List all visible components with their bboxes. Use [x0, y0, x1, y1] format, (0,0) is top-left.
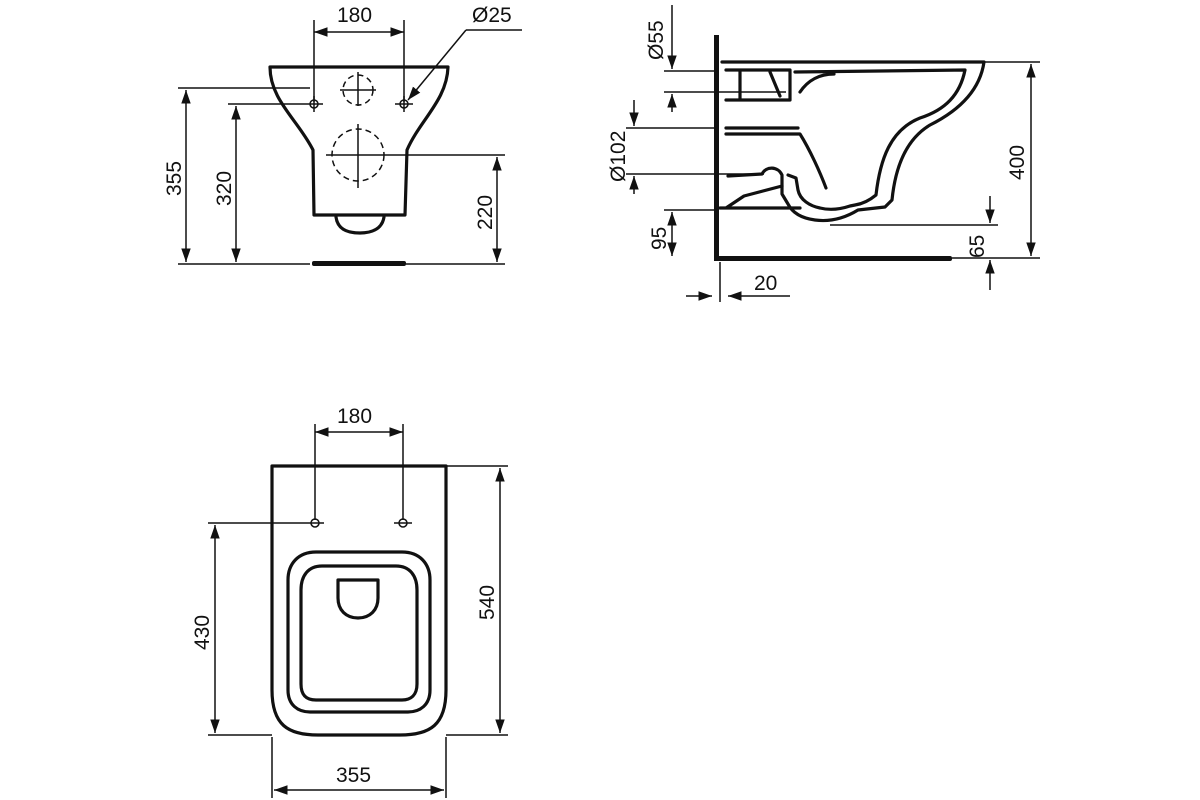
front-bowl-outline	[268, 65, 450, 217]
side-wall-line	[714, 35, 719, 261]
top-bowl-opening	[336, 578, 380, 620]
top-bowl-outline	[270, 464, 448, 737]
front-dim-dia25: Ø25	[472, 4, 512, 27]
front-dim-320: 320	[213, 171, 236, 206]
side-foot	[718, 184, 802, 210]
front-dim-220: 220	[474, 195, 497, 230]
front-base-plate	[312, 261, 406, 266]
side-view: Ø55 Ø102 95 20 400 65	[607, 5, 1040, 302]
top-dim-355: 355	[336, 764, 371, 787]
front-outlet-bottom	[334, 215, 386, 235]
side-flush-pipe	[724, 68, 792, 102]
front-dim-355: 355	[163, 161, 186, 196]
front-view: 180 Ø25 355 320 220	[163, 4, 522, 266]
side-dim-20: 20	[754, 272, 777, 295]
side-dim-95: 95	[648, 227, 671, 250]
top-seat-inner	[299, 564, 419, 702]
side-dim-65: 65	[966, 235, 989, 258]
side-rim-detail	[798, 72, 836, 94]
side-bowl-inner	[786, 68, 967, 211]
top-dim-430: 430	[191, 615, 214, 650]
top-dim-540: 540	[476, 585, 499, 620]
side-bowl-outer	[720, 60, 986, 223]
top-seat-outer	[286, 550, 432, 714]
side-floor-line	[714, 256, 952, 261]
side-dim-400: 400	[1006, 145, 1029, 180]
top-dim-180: 180	[337, 405, 372, 428]
top-view: 180 430 540 355	[191, 405, 508, 798]
side-dim-dia102: Ø102	[607, 131, 630, 182]
side-dim-dia55: Ø55	[645, 20, 668, 60]
front-dim-180: 180	[337, 4, 372, 27]
side-outlet-socket	[724, 126, 828, 190]
